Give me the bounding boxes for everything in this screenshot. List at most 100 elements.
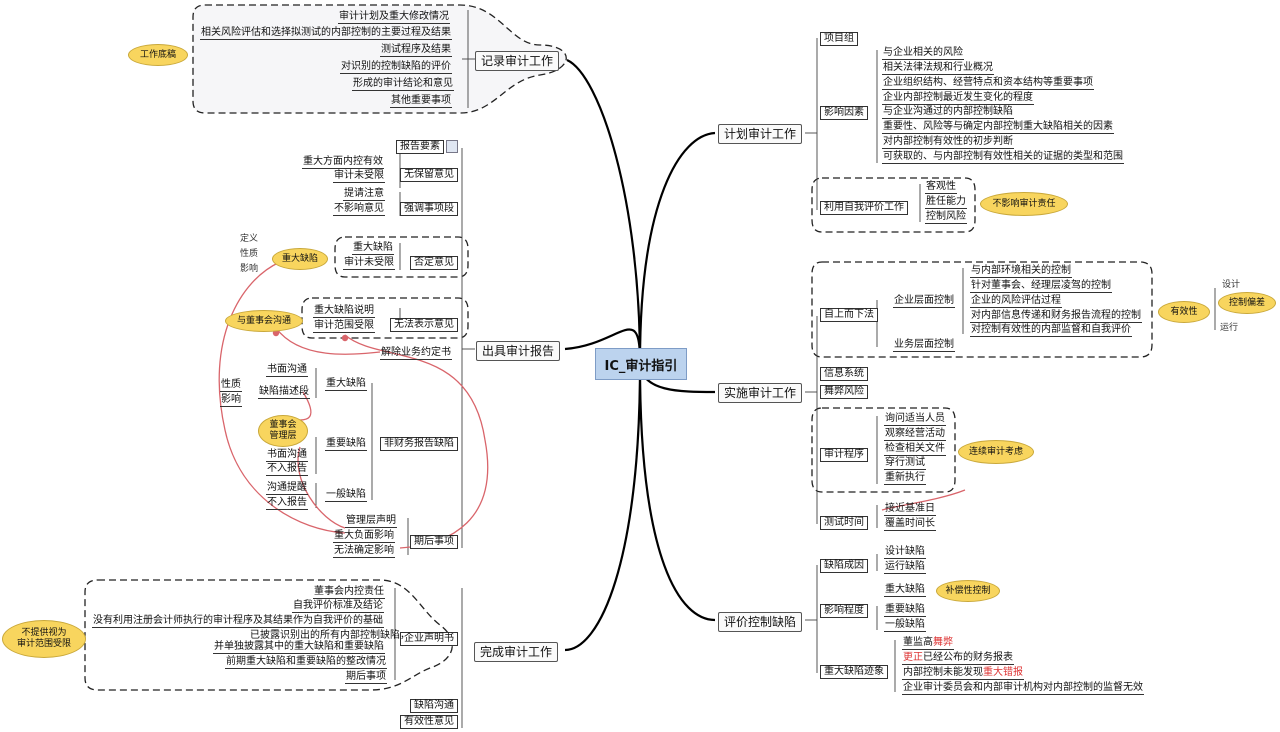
continuous-audit-bubble[interactable]: 连续审计考虑 [958, 440, 1034, 464]
adverse-item[interactable]: 审计未受限 [343, 257, 395, 270]
evaluate-node[interactable]: 评价控制缺陷 [718, 612, 803, 632]
unqualified-node[interactable]: 无保留意见 [400, 168, 458, 182]
influence-item[interactable]: 可获取的、与内部控制有效性相关的证据的类型和范围 [882, 151, 1124, 164]
nf-important-node[interactable]: 重要缺陷 [325, 438, 367, 451]
nf-general-item[interactable]: 沟通提醒 [266, 482, 308, 495]
cause-node[interactable]: 缺陷成因 [820, 559, 868, 573]
implement-node[interactable]: 实施审计工作 [718, 383, 803, 403]
statement-item[interactable]: 董事会内控责任 [313, 586, 385, 599]
entity-item[interactable]: 对控制有效性的内部监督和自我评价 [970, 324, 1132, 337]
self-eval-item[interactable]: 客观性 [925, 181, 957, 194]
complete-node[interactable]: 完成审计工作 [474, 642, 559, 662]
statement-item[interactable]: 前期重大缺陷和重要缺陷的整改情况 [225, 656, 387, 669]
nonfin-node[interactable]: 非财务报告缺陷 [380, 437, 458, 451]
report-node[interactable]: 出具审计报告 [476, 341, 561, 361]
record-item[interactable]: 其他重要事项 [390, 95, 452, 108]
business-level-node[interactable]: 业务层面控制 [893, 339, 955, 352]
signs-item[interactable]: 更正已经公布的财务报表 [902, 652, 1014, 665]
terminate-node[interactable]: 解除业务约定书 [380, 347, 452, 360]
note-bubble[interactable]: 不影响审计责任 [980, 192, 1068, 216]
subsequent-item[interactable]: 重大负面影响 [333, 530, 395, 543]
record-node[interactable]: 记录审计工作 [475, 51, 560, 71]
degree-item[interactable]: 一般缺陷 [884, 619, 926, 632]
nf-important-item[interactable]: 不入报告 [266, 463, 308, 476]
procedure-item[interactable]: 重新执行 [884, 472, 926, 485]
adverse-node[interactable]: 否定意见 [410, 256, 458, 270]
entity-item[interactable]: 与内部环境相关的控制 [970, 265, 1072, 278]
disclaimer-node[interactable]: 无法表示意见 [390, 318, 458, 332]
plan-node[interactable]: 计划审计工作 [718, 124, 803, 144]
subsequent-item[interactable]: 管理层声明 [345, 515, 397, 528]
compensating-bubble[interactable]: 补偿性控制 [936, 580, 1000, 602]
unqualified-item[interactable]: 重大方面内控有效 [302, 156, 384, 169]
nf-important-item[interactable]: 书面沟通 [266, 449, 308, 462]
influence-item[interactable]: 企业组织结构、经营特点和资本结构等重要事项 [882, 77, 1094, 90]
entity-item[interactable]: 对内部信息传递和财务报告流程的控制 [970, 310, 1142, 323]
record-item[interactable]: 测试程序及结果 [380, 44, 452, 57]
entity-item[interactable]: 企业的风险评估过程 [970, 295, 1062, 308]
record-item[interactable]: 对识别的控制缺陷的评价 [340, 61, 452, 74]
degree-node[interactable]: 影响程度 [820, 604, 868, 618]
test-time-item[interactable]: 接近基准日 [884, 503, 936, 516]
topdown-node[interactable]: 自上而下法 [820, 308, 878, 322]
effectiveness-bubble[interactable]: 有效性 [1158, 301, 1210, 323]
subsequent-node[interactable]: 期后事项 [410, 535, 458, 549]
statement-item[interactable]: 期后事项 [345, 671, 387, 684]
info-system-node[interactable]: 信息系统 [820, 367, 868, 381]
disclaimer-item[interactable]: 重大缺陷说明 [313, 305, 375, 318]
nature-label[interactable]: 性质 [220, 379, 242, 392]
record-item[interactable]: 相关风险评估和选择拟测试的内部控制的主要过程及结果 [200, 27, 452, 40]
procedure-node[interactable]: 审计程序 [820, 448, 868, 462]
cause-item[interactable]: 设计缺陷 [884, 546, 926, 559]
influence-item[interactable]: 与企业相关的风险 [882, 47, 964, 60]
test-time-node[interactable]: 测试时间 [820, 516, 868, 530]
signs-item[interactable]: 企业审计委员会和内部审计机构对内部控制的监督无效 [902, 682, 1144, 695]
degree-item[interactable]: 重要缺陷 [884, 604, 926, 617]
effectiveness-opinion-node[interactable]: 有效性意见 [400, 715, 458, 729]
entity-item[interactable]: 针对董事会、经理层凌驾的控制 [970, 280, 1112, 293]
major-defect-bubble[interactable]: 重大缺陷 [272, 248, 328, 270]
self-eval-node[interactable]: 利用自我评价工作 [820, 201, 908, 215]
influence-item[interactable]: 相关法律法规和行业概况 [882, 62, 994, 75]
statement-node[interactable]: 企业声明书 [400, 632, 458, 646]
fraud-risk-node[interactable]: 舞弊风险 [820, 385, 868, 399]
cause-item[interactable]: 运行缺陷 [884, 561, 926, 574]
test-time-item[interactable]: 覆盖时间长 [884, 518, 936, 531]
impact-label[interactable]: 影响 [220, 394, 242, 407]
influence-item[interactable]: 重要性、风险等与确定内部控制重大缺陷相关的因素 [882, 121, 1114, 134]
record-item[interactable]: 审计计划及重大修改情况 [338, 11, 450, 24]
disclaimer-item[interactable]: 审计范围受限 [313, 320, 375, 333]
emphasis-item[interactable]: 不影响意见 [333, 203, 385, 216]
nf-major-item[interactable]: 书面沟通 [266, 364, 308, 377]
elements-node[interactable]: 报告要素 [396, 140, 444, 154]
unqualified-item[interactable]: 审计未受限 [333, 170, 385, 183]
procedure-item[interactable]: 观察经营活动 [884, 428, 946, 441]
statement-item[interactable]: 并单独披露其中的重大缺陷和重要缺陷 [213, 641, 385, 654]
adverse-item[interactable]: 重大缺陷 [352, 242, 394, 255]
procedure-item[interactable]: 检查相关文件 [884, 443, 946, 456]
scope-limit-bubble[interactable]: 不提供视为 审计范围受限 [2, 620, 86, 658]
nf-general-item[interactable]: 不入报告 [266, 497, 308, 510]
nf-major-node[interactable]: 重大缺陷 [325, 378, 367, 391]
emphasis-node[interactable]: 强调事项段 [400, 202, 458, 216]
signs-item[interactable]: 内部控制未能发现重大错报 [902, 667, 1024, 680]
statement-item[interactable]: 自我评价标准及结论 [292, 600, 384, 613]
self-eval-item[interactable]: 控制风险 [925, 211, 967, 224]
project-group-node[interactable]: 项目组 [820, 32, 858, 46]
statement-item[interactable]: 没有利用注册会计师执行的审计程序及其结果作为自我评价的基础 [92, 615, 384, 628]
board-comm-bubble[interactable]: 与董事会沟通 [225, 310, 303, 332]
procedure-item[interactable]: 询问适当人员 [884, 413, 946, 426]
procedure-item[interactable]: 穿行测试 [884, 457, 926, 470]
influence-item[interactable]: 对内部控制有效性的初步判断 [882, 136, 1014, 149]
subsequent-item[interactable]: 无法确定影响 [333, 545, 395, 558]
control-bias-bubble[interactable]: 控制偏差 [1218, 292, 1276, 314]
statement-item[interactable]: 已披露识别出的所有内部控制缺陷， [250, 630, 410, 641]
management-bubble[interactable]: 董事会 管理层 [258, 415, 308, 447]
entity-level-node[interactable]: 企业层面控制 [893, 295, 955, 308]
nf-general-node[interactable]: 一般缺陷 [325, 489, 367, 502]
influence-item[interactable]: 企业内部控制最近发生变化的程度 [882, 92, 1034, 105]
record-item[interactable]: 形成的审计结论和意见 [352, 78, 454, 91]
defect-comm-node[interactable]: 缺陷沟通 [410, 699, 458, 713]
degree-item[interactable]: 重大缺陷 [884, 584, 926, 597]
workpaper-bubble[interactable]: 工作底稿 [128, 44, 188, 66]
